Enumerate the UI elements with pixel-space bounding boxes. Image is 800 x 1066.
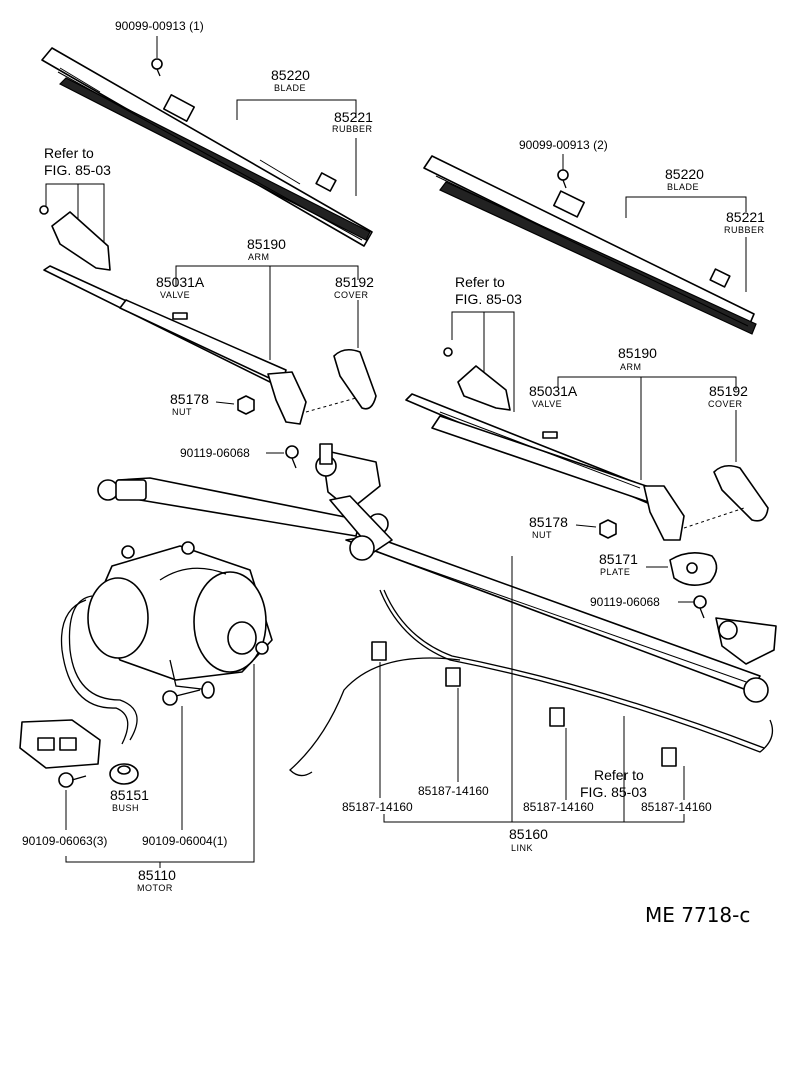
drawing-code: ME 7718-c	[645, 903, 750, 927]
right-blade-name: BLADE	[667, 182, 699, 192]
right-bolt-label: 90099-00913 (2)	[519, 138, 608, 152]
motor-bolt-a-icon	[58, 772, 87, 788]
right-refer-line1: Refer to	[455, 274, 505, 290]
clip-a-label: 85187-14160	[342, 800, 413, 814]
left-blade-number: 85220	[271, 67, 310, 83]
right-nut-number: 85178	[529, 514, 568, 530]
left-nut-name: NUT	[172, 407, 192, 417]
right-refer-line2: FIG. 85-03	[455, 291, 522, 307]
link-number: 85160	[509, 826, 548, 842]
right-cover-number: 85192	[709, 383, 748, 399]
right-rubber-name: RUBBER	[724, 225, 765, 235]
link-name: LINK	[511, 843, 533, 853]
bush-name: BUSH	[112, 803, 139, 813]
bush-number: 85151	[110, 787, 149, 803]
right-rubber-number: 85221	[726, 209, 765, 225]
left-rubber-name: RUBBER	[332, 124, 373, 134]
bush-icon	[109, 763, 139, 785]
left-bracket-icon	[39, 205, 111, 271]
top-bolt-label: 90099-00913 (1)	[115, 19, 204, 33]
plate-number: 85171	[599, 551, 638, 567]
right-valve-name: VALVE	[532, 399, 562, 409]
left-refer-line1: Refer to	[44, 145, 94, 161]
right-cover-icon	[713, 464, 769, 522]
left-cover-name: COVER	[334, 290, 369, 300]
left-nut-number: 85178	[170, 391, 209, 407]
left-arm-number: 85190	[247, 236, 286, 252]
clip-c-label: 85187-14160	[523, 800, 594, 814]
right-top-bolt-icon	[557, 169, 569, 189]
left-cover-icon	[333, 348, 377, 410]
left-wiper-arm	[43, 265, 307, 425]
right-valve-number: 85031A	[529, 383, 578, 399]
right-blade-number: 85220	[665, 166, 704, 182]
motor-bolt-b-label: 90109-06004(1)	[142, 834, 227, 848]
left-rubber-number: 85221	[334, 109, 373, 125]
left-wiper-blade	[41, 47, 373, 247]
right-cover-name: COVER	[708, 399, 743, 409]
top-bolt-icon	[151, 58, 163, 77]
wiper-motor	[19, 541, 273, 769]
clip-icon-d	[661, 747, 677, 767]
left-refer-line2: FIG. 85-03	[44, 162, 111, 178]
wiper-link-assembly	[97, 443, 777, 777]
clip-icon-b	[445, 667, 461, 687]
right-bolt2-label: 90119-06068	[590, 595, 660, 609]
right-bracket-icon	[443, 347, 511, 411]
bottom-refer-line2: FIG. 85-03	[580, 784, 647, 800]
left-bolt-icon	[285, 445, 299, 469]
left-valve-name: VALVE	[160, 290, 190, 300]
right-wiper-arm	[405, 393, 685, 541]
bottom-refer-line1: Refer to	[594, 767, 644, 783]
left-nut-icon	[237, 395, 255, 415]
right-bolt2-icon	[693, 595, 707, 619]
right-arm-name: ARM	[620, 362, 642, 372]
clip-d-label: 85187-14160	[641, 800, 712, 814]
clip-b-label: 85187-14160	[418, 784, 489, 798]
left-bolt-label: 90119-06068	[180, 446, 250, 460]
right-wiper-blade	[423, 155, 757, 335]
left-valve-icon	[172, 312, 188, 320]
motor-bolt-a-label: 90109-06063(3)	[22, 834, 107, 848]
right-nut-icon	[599, 519, 617, 539]
right-nut-name: NUT	[532, 530, 552, 540]
motor-number: 85110	[138, 867, 176, 883]
right-arm-number: 85190	[618, 345, 657, 361]
left-cover-number: 85192	[335, 274, 374, 290]
motor-name: MOTOR	[137, 883, 173, 893]
left-arm-name: ARM	[248, 252, 270, 262]
left-blade-name: BLADE	[274, 83, 306, 93]
plate-name: PLATE	[600, 567, 630, 577]
clip-icon-c	[549, 707, 565, 727]
motor-bolt-b-icon	[162, 681, 215, 706]
right-valve-icon	[542, 431, 558, 439]
left-valve-number: 85031A	[156, 274, 205, 290]
clip-icon-a	[371, 641, 387, 661]
